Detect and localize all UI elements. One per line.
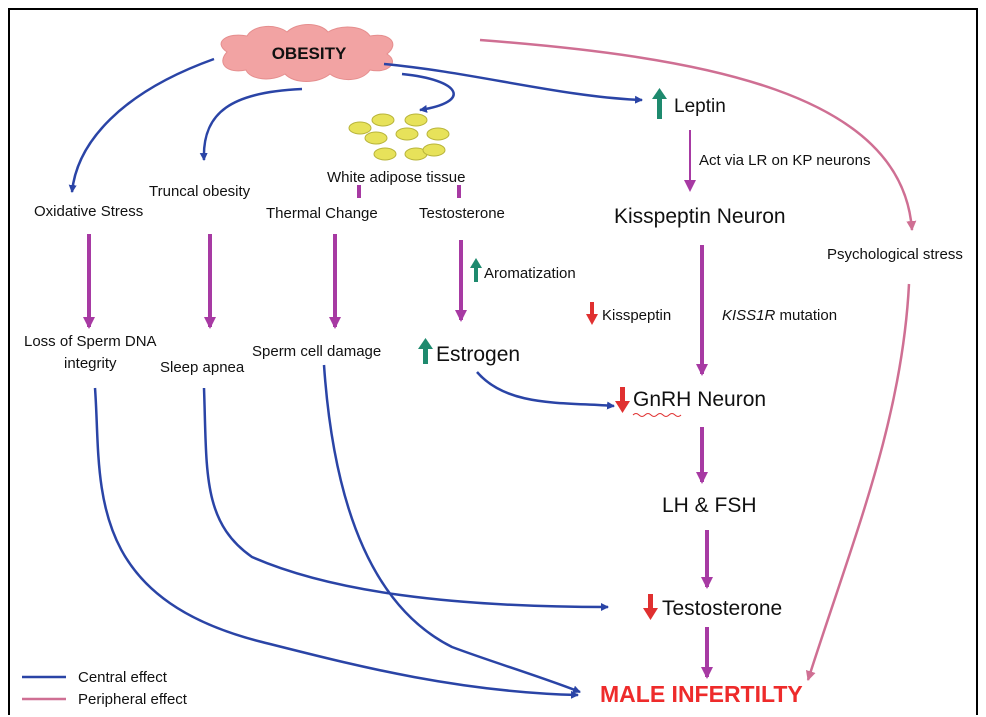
- thermal-change-label: Thermal Change: [266, 205, 378, 222]
- act-via-label: Act via LR on KP neurons: [699, 152, 871, 169]
- arrow-psych-infertility: [805, 283, 911, 681]
- leptin-up-arrow-icon: [652, 88, 667, 119]
- arrow-obesity-psych: [479, 38, 917, 231]
- spellcheck-underline: [632, 413, 682, 417]
- aromatization-label: Aromatization: [484, 265, 576, 282]
- arrow-obesity-leptin: [383, 62, 643, 104]
- vertical-arrows: [83, 130, 713, 679]
- obesity-cloud: OBESITY: [220, 24, 394, 82]
- fat-cell: [348, 121, 372, 135]
- up-arrows: [418, 88, 667, 364]
- fat-cell: [426, 127, 450, 141]
- oxidative-stress-label: Oxidative Stress: [34, 203, 143, 220]
- fat-cell: [373, 147, 397, 161]
- arrow-estrogen-gnrh: [476, 371, 615, 410]
- legend-peripheral-label: Peripheral effect: [78, 691, 188, 708]
- down-arrows: [586, 302, 658, 620]
- fat-cell: [404, 113, 428, 127]
- kiss1r-mutation-text: mutation: [775, 307, 837, 324]
- male-infertility-label: MALE INFERTILTY: [600, 681, 803, 707]
- truncal-obesity-label: Truncal obesity: [149, 183, 251, 200]
- estrogen-label: Estrogen: [436, 343, 520, 366]
- fat-cells-icon: [348, 113, 450, 161]
- neuron-text: Neuron: [691, 388, 766, 411]
- leptin-label: Leptin: [674, 96, 726, 117]
- gnrh-down-arrow-icon: [615, 387, 630, 413]
- white-adipose-label: White adipose tissue: [327, 169, 465, 186]
- sleep-apnea-label: Sleep apnea: [160, 359, 245, 376]
- kisspeptin-label: Kisspeptin: [602, 307, 671, 324]
- gnrh-text: GnRH: [633, 388, 691, 411]
- aromatization-up-arrow-icon: [470, 258, 482, 282]
- loss-dna-label-line2: integrity: [64, 355, 117, 372]
- legend-central-label: Central effect: [78, 669, 168, 686]
- fat-cell: [364, 131, 388, 145]
- estrogen-up-arrow-icon: [418, 338, 433, 364]
- kiss1r-mutation-label: KISS1R mutation: [722, 307, 837, 324]
- kiss1r-gene: KISS1R: [722, 307, 776, 324]
- obesity-infertility-diagram: OBESITY: [22, 24, 963, 708]
- sperm-damage-label: Sperm cell damage: [252, 343, 381, 360]
- arrow-dna-infertility: [93, 387, 579, 699]
- peripheral-arrows: [479, 38, 917, 681]
- testosterone-top-label: Testosterone: [419, 205, 505, 222]
- obesity-label: OBESITY: [272, 44, 347, 63]
- kisspeptin-neuron-label: Kisspeptin Neuron: [614, 205, 786, 228]
- central-arrows: [68, 57, 643, 699]
- arrow-damage-infertility: [322, 364, 581, 694]
- fat-cell: [371, 113, 395, 127]
- legend: Central effect Peripheral effect: [22, 669, 188, 708]
- loss-dna-label-line1: Loss of Sperm DNA: [24, 333, 157, 350]
- testosterone-low-label: Testosterone: [662, 597, 782, 620]
- psych-stress-label: Psychological stress: [827, 246, 963, 263]
- diagram-frame: OBESITY: [8, 8, 978, 715]
- fat-cell: [395, 127, 419, 141]
- arrow-apnea-testosterone: [202, 387, 609, 611]
- arrow-obesity-oxidative: [68, 57, 215, 193]
- gnrh-neuron-label: GnRH Neuron: [633, 388, 766, 411]
- kisspeptin-down-arrow-icon: [586, 302, 598, 325]
- testosterone-down-arrow-icon: [643, 594, 658, 620]
- arrow-obesity-adipose: [401, 72, 455, 113]
- lh-fsh-label: LH & FSH: [662, 494, 757, 517]
- fat-cell: [422, 143, 446, 157]
- arrow-obesity-truncal: [199, 87, 303, 161]
